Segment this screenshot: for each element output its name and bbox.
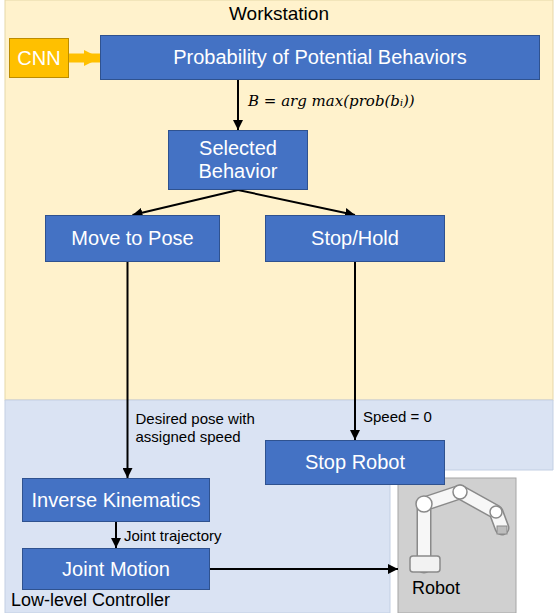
- connector-arrow: [115, 522, 117, 548]
- process-box: Inverse Kinematics: [22, 478, 210, 522]
- process-box: Probability of Potential Behaviors: [100, 35, 540, 80]
- controller-panel: Inverse Kinematics Stop RobotJoint Motion…: [5, 400, 553, 613]
- box-label: Move to Pose: [71, 227, 193, 250]
- box-label: Inverse Kinematics: [32, 489, 201, 512]
- box-label: Stop/Hold: [311, 227, 399, 250]
- process-box: Stop Robot: [265, 440, 445, 485]
- box-label: Robot: [412, 578, 460, 599]
- cnn-box: CNN: [9, 38, 68, 78]
- box-label: Joint Motion: [62, 558, 170, 581]
- process-box: Selected Behavior: [168, 130, 308, 190]
- process-box: Move to Pose: [45, 215, 220, 262]
- process-box: Stop/Hold: [265, 215, 445, 262]
- box-label: Selected Behavior: [169, 137, 307, 183]
- robot-joint: [490, 506, 502, 518]
- robot-tool: [497, 526, 507, 534]
- robot-node: Robot: [398, 478, 516, 613]
- formula-label: B = arg max(prob(bᵢ)): [248, 92, 415, 110]
- robot-picture: [398, 478, 516, 613]
- connector-arrow: [210, 568, 398, 570]
- process-box: Joint Motion: [22, 548, 210, 590]
- connector-arrow: [237, 80, 239, 130]
- connector-arrow: [133, 190, 239, 215]
- edge-label: Desired pose with assigned speed: [136, 410, 286, 446]
- connector-arrow: [354, 262, 356, 440]
- robot-base: [410, 556, 440, 572]
- robot-arm: [424, 492, 502, 566]
- robot-joint: [453, 485, 467, 499]
- robot-joint: [416, 496, 432, 512]
- box-label: Probability of Potential Behaviors: [173, 46, 467, 69]
- connector-arrow: [69, 54, 100, 63]
- connector-arrow: [127, 262, 129, 478]
- region-title: Low-level Controller: [11, 590, 170, 611]
- connector-arrow: [238, 190, 355, 215]
- box-label: Stop Robot: [305, 451, 405, 474]
- box-label: CNN: [17, 47, 60, 70]
- region-title: Workstation: [5, 3, 553, 25]
- controller-region: [5, 400, 553, 613]
- workstation-panel: CNN Probability of Potential BehaviorsSel…: [5, 0, 553, 400]
- edge-label: Joint trajectory: [124, 527, 222, 545]
- robot-frame: [398, 478, 516, 613]
- edge-label: Speed = 0: [363, 408, 432, 426]
- workstation-region: [5, 0, 553, 400]
